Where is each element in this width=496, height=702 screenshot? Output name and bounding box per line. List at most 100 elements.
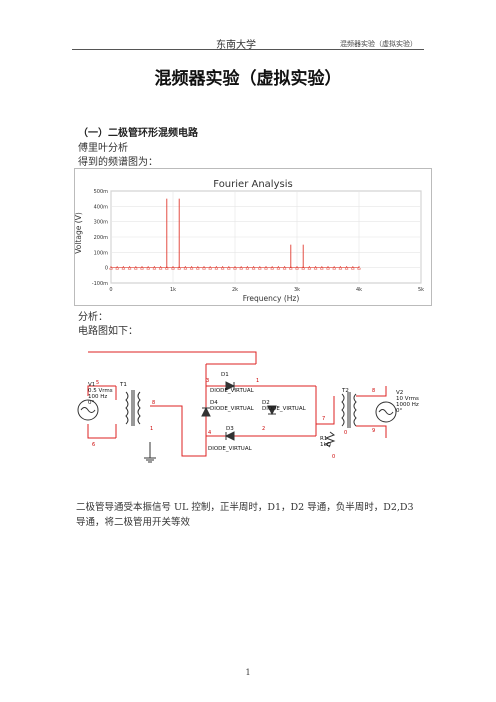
t1-label: T1 bbox=[119, 382, 127, 388]
t2-primary-coil-icon bbox=[341, 393, 345, 427]
data-point-marker bbox=[214, 265, 219, 270]
node-number: 5 bbox=[96, 380, 99, 386]
data-point-marker bbox=[152, 265, 157, 270]
data-point-marker bbox=[109, 265, 113, 270]
v2-frequency: 1000 Hz bbox=[396, 402, 419, 408]
d2-label: D2 bbox=[262, 400, 270, 406]
d1-model: DIODE_VIRTUAL bbox=[210, 388, 255, 394]
x-tick-label: 0 bbox=[109, 287, 112, 293]
r1-resistor-icon bbox=[324, 431, 336, 448]
v2-amplitude: 10 Vrms bbox=[396, 396, 419, 402]
data-point-marker bbox=[202, 265, 206, 270]
data-point-marker bbox=[251, 265, 256, 270]
node-number: 3 bbox=[206, 378, 209, 384]
d4-diode-icon bbox=[201, 406, 211, 417]
v2-label: V2 bbox=[396, 390, 403, 396]
d4-label: D4 bbox=[210, 400, 218, 406]
node-number: 1 bbox=[150, 426, 153, 432]
x-tick-label: 4k bbox=[356, 287, 362, 293]
x-tick-label: 3k bbox=[294, 287, 300, 293]
chart-ylabel: Voltage (V) bbox=[75, 212, 83, 254]
data-point-marker bbox=[127, 265, 132, 270]
text-spectrum-intro: 得到的频谱图为： bbox=[78, 157, 158, 168]
v2-phase: 0° bbox=[396, 408, 402, 414]
v1-frequency: 100 Hz bbox=[88, 394, 107, 400]
data-point-marker bbox=[313, 265, 318, 270]
header-rule bbox=[72, 49, 424, 50]
circuit-components bbox=[77, 381, 397, 463]
d4-model: DIODE_VIRTUAL bbox=[210, 406, 255, 412]
node-number: 2 bbox=[262, 426, 265, 432]
circuit-diagram: V1 0.5 Vrms 100 Hz 0° T1 D1 DIODE_VIRTUA… bbox=[66, 346, 430, 468]
v2-sine-icon bbox=[378, 409, 394, 415]
circuit-wires bbox=[87, 351, 387, 457]
data-point-marker bbox=[270, 265, 275, 270]
header-right: 混频器实验（虚拟实验） bbox=[340, 40, 417, 48]
y-tick-label: 400m bbox=[94, 204, 109, 210]
data-point-marker bbox=[245, 265, 250, 270]
fourier-chart: Fourier Analysis Voltage (V) Frequency (… bbox=[74, 168, 432, 306]
node-number: 0 bbox=[344, 430, 347, 436]
r1-value: 1kΩ bbox=[320, 442, 331, 448]
d3-diode-icon bbox=[224, 431, 235, 441]
r1-label: R1 bbox=[320, 436, 327, 442]
y-tick-label: 100m bbox=[94, 250, 109, 256]
data-point-marker bbox=[338, 265, 343, 270]
body-paragraph: 二极管导通受本振信号 UL 控制，正半周时，D1，D2 导通，负半周时，D2,D… bbox=[76, 502, 414, 528]
data-point-marker bbox=[301, 265, 306, 270]
data-point-marker bbox=[307, 265, 312, 270]
node-number: 8 bbox=[152, 400, 155, 406]
circuit-svg: V1 0.5 Vrms 100 Hz 0° T1 D1 DIODE_VIRTUA… bbox=[77, 351, 419, 463]
data-point-marker bbox=[257, 265, 262, 270]
x-tick-label: 2k bbox=[232, 287, 238, 293]
node-number: 8 bbox=[372, 388, 375, 394]
node-number: 1 bbox=[256, 378, 259, 384]
data-point-marker bbox=[332, 265, 337, 270]
d1-label: D1 bbox=[221, 372, 229, 378]
section-heading: （一）二极管环形混频电路 bbox=[78, 128, 198, 139]
node-number: 0 bbox=[332, 454, 335, 460]
data-point-marker bbox=[350, 265, 355, 270]
data-point-marker bbox=[146, 265, 151, 270]
data-point-marker bbox=[183, 265, 188, 270]
data-point-marker bbox=[239, 265, 244, 270]
v2-source-icon bbox=[375, 401, 397, 423]
t2-secondary-coil-icon bbox=[353, 393, 357, 427]
chart-title: Fourier Analysis bbox=[213, 179, 292, 190]
circuit-labels: V1 0.5 Vrms 100 Hz 0° T1 D1 DIODE_VIRTUA… bbox=[88, 372, 419, 452]
data-point-marker bbox=[357, 265, 361, 270]
data-point-marker bbox=[158, 265, 163, 270]
data-point-marker bbox=[233, 265, 237, 270]
y-tick-label: 200m bbox=[94, 235, 109, 241]
data-point-marker bbox=[195, 265, 200, 270]
y-tick-label: -100m bbox=[92, 281, 108, 287]
data-point-marker bbox=[115, 265, 120, 270]
data-point-marker bbox=[282, 265, 287, 270]
x-tick-label: 1k bbox=[170, 287, 176, 293]
data-point-marker bbox=[326, 265, 330, 270]
data-point-marker bbox=[276, 265, 281, 270]
v1-phase: 0° bbox=[88, 400, 94, 406]
data-point-marker bbox=[288, 265, 293, 270]
data-point-marker bbox=[164, 265, 169, 270]
data-point-marker bbox=[295, 265, 299, 270]
document-title: 混频器实验（虚拟实验） bbox=[154, 69, 342, 89]
d3-model: DIODE_VIRTUAL bbox=[208, 446, 253, 452]
y-tick-label: 0 bbox=[105, 266, 108, 272]
x-tick-label: 5k bbox=[418, 287, 424, 293]
v1-amplitude: 0.5 Vrms bbox=[88, 388, 113, 394]
data-point-marker bbox=[189, 265, 194, 270]
circuit-node-numbers: 5 6 8 3 1 2 4 7 8 9 0 1 0 bbox=[92, 378, 375, 460]
text-circuit-intro: 电路图如下： bbox=[78, 326, 138, 337]
text-fourier: 傅里叶分析 bbox=[78, 143, 128, 154]
t1-secondary-coil-icon bbox=[137, 391, 141, 425]
data-point-marker bbox=[226, 265, 231, 270]
node-number: 4 bbox=[208, 430, 211, 436]
t2-label: T2 bbox=[341, 388, 349, 394]
page-header: 东南大学 混频器实验（虚拟实验） bbox=[0, 0, 496, 51]
fourier-chart-svg: Fourier Analysis Voltage (V) Frequency (… bbox=[74, 179, 424, 303]
header-left: 东南大学 bbox=[216, 40, 256, 51]
d1-diode-icon bbox=[225, 381, 236, 391]
y-tick-label: 300m bbox=[94, 220, 109, 226]
